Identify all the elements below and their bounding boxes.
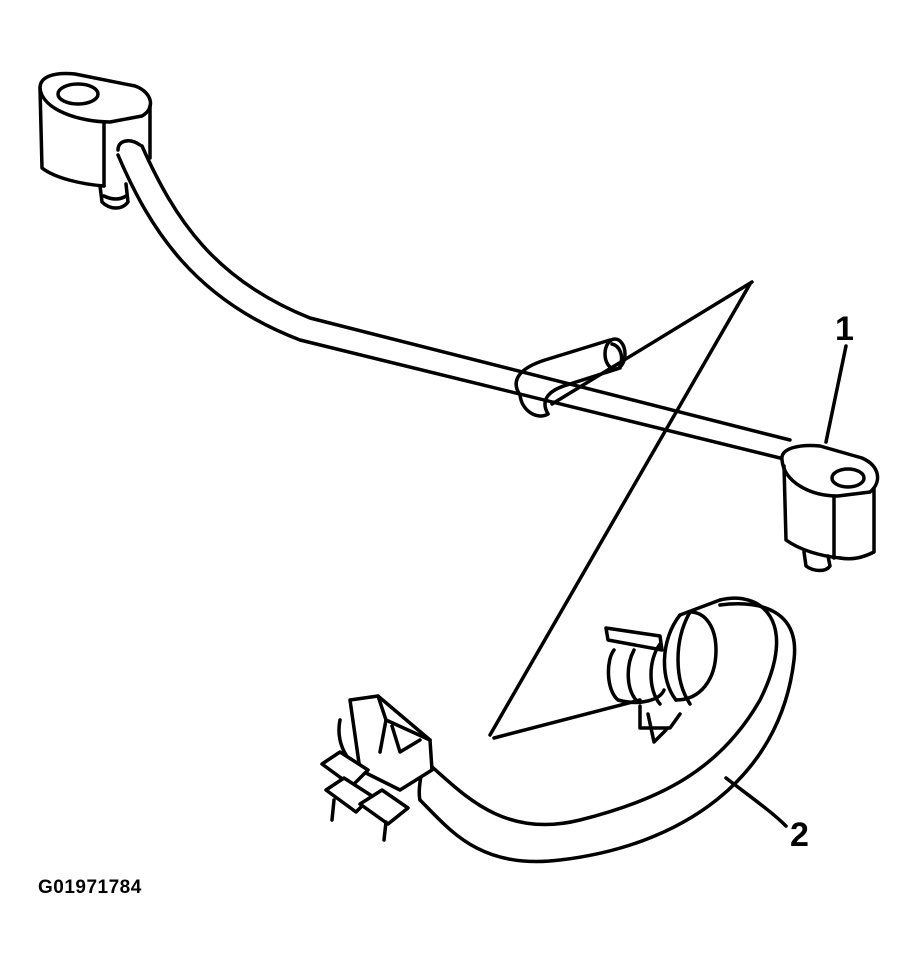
callout-label-2: 2 [790,816,809,854]
pipe-main [116,139,792,460]
leader-line-1 [824,344,848,444]
leader-line-2 [724,776,788,828]
callout-label-1: 1 [835,310,854,348]
detail-hose [320,596,797,864]
detail-indicator-triangle [488,280,754,740]
right-mounting-block [780,443,880,573]
left-mounting-block [38,71,153,210]
pipe-branch [514,337,627,418]
figure-id-label: G01971784 [38,877,142,898]
